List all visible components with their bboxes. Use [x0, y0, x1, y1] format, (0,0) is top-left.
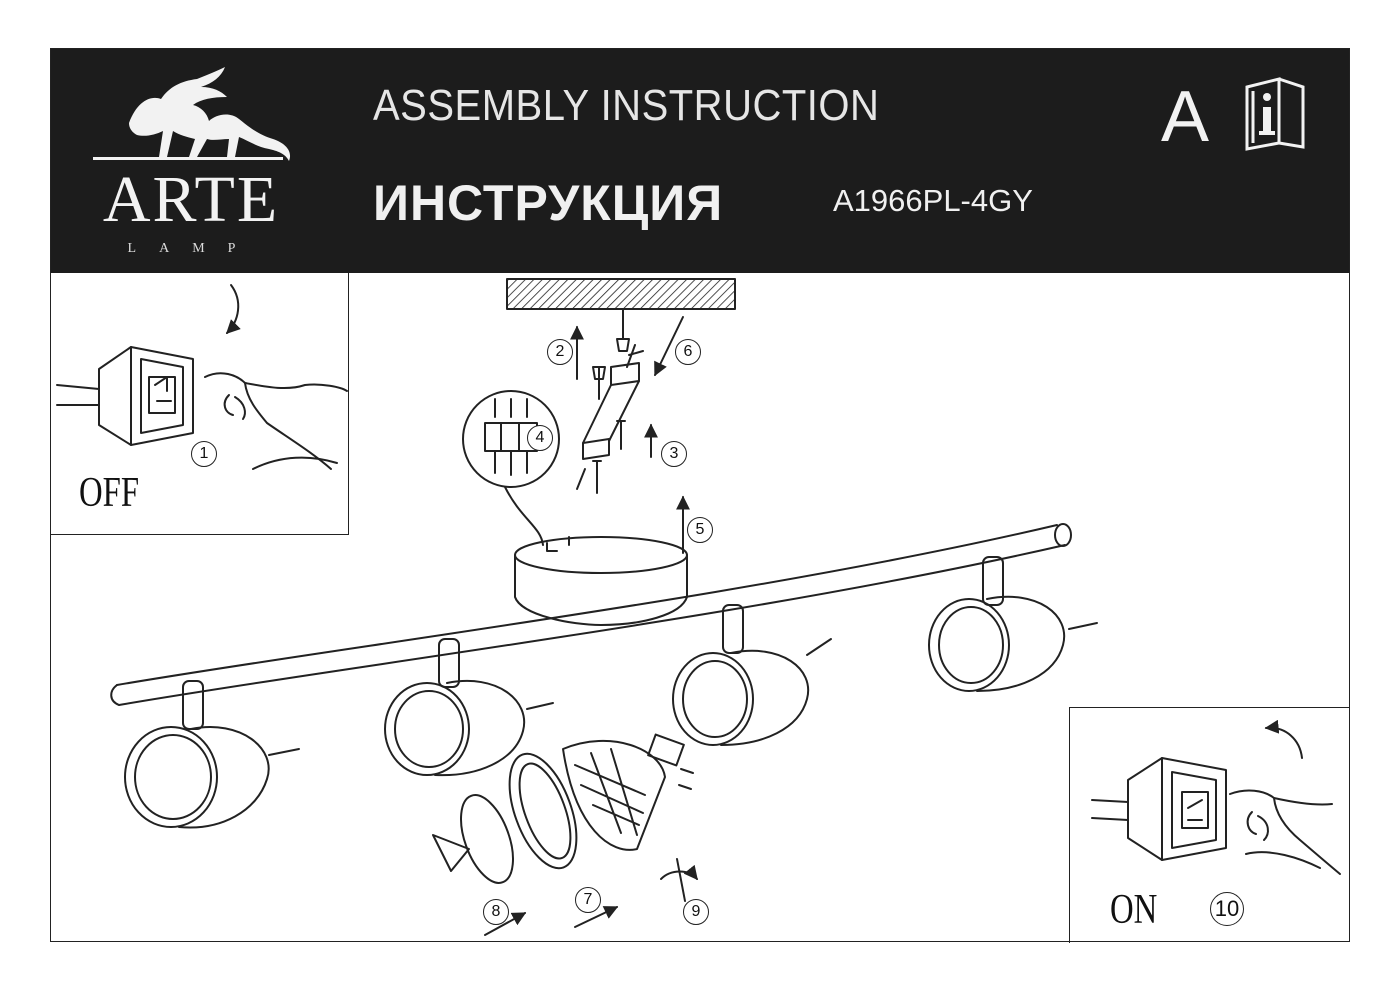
step-10-marker: 10: [1210, 892, 1244, 926]
step-6-marker: 6: [675, 339, 701, 365]
spotlight-3: [672, 604, 832, 746]
step-4-marker: 4: [527, 425, 553, 451]
step-5-marker: 5: [687, 517, 713, 543]
step-3-marker: 3: [661, 441, 687, 467]
winged-lion-icon: [93, 67, 291, 161]
step-7-marker: 7: [575, 887, 601, 913]
switch-on-illustration: [1091, 719, 1341, 875]
header-bar: ARTE LAMP ASSEMBLY INSTRUCTION ИНСТРУКЦИ…: [51, 49, 1349, 273]
lamp-assembly-drawing: [110, 278, 1098, 936]
switch-on-panel: ON 10: [1069, 707, 1350, 943]
title-english: ASSEMBLY INSTRUCTION: [373, 82, 880, 130]
brand-subtitle: LAMP: [127, 241, 259, 256]
spotlight-4: [928, 556, 1098, 692]
model-number: A1966PL-4GY: [833, 183, 1033, 218]
step-9-marker: 9: [683, 899, 709, 925]
switch-off-panel: 1 OFF: [51, 273, 349, 535]
ceiling-surface: [506, 278, 736, 310]
off-label: OFF: [79, 470, 140, 516]
manual-info-icon: [1245, 77, 1305, 151]
step-1-marker: 1: [191, 441, 217, 467]
spotlight-1: [124, 680, 300, 829]
instruction-sheet: ARTE LAMP ASSEMBLY INSTRUCTION ИНСТРУКЦИ…: [50, 48, 1350, 943]
on-label: ON: [1110, 887, 1158, 933]
step-8-marker: 8: [483, 899, 509, 925]
language-letter: A: [1161, 77, 1210, 157]
step-2-marker: 2: [547, 339, 573, 365]
title-russian: ИНСТРУКЦИЯ: [373, 175, 724, 231]
spotlight-2: [384, 638, 554, 777]
brand-name: ARTE: [102, 163, 280, 236]
switch-off-illustration: [56, 284, 348, 470]
